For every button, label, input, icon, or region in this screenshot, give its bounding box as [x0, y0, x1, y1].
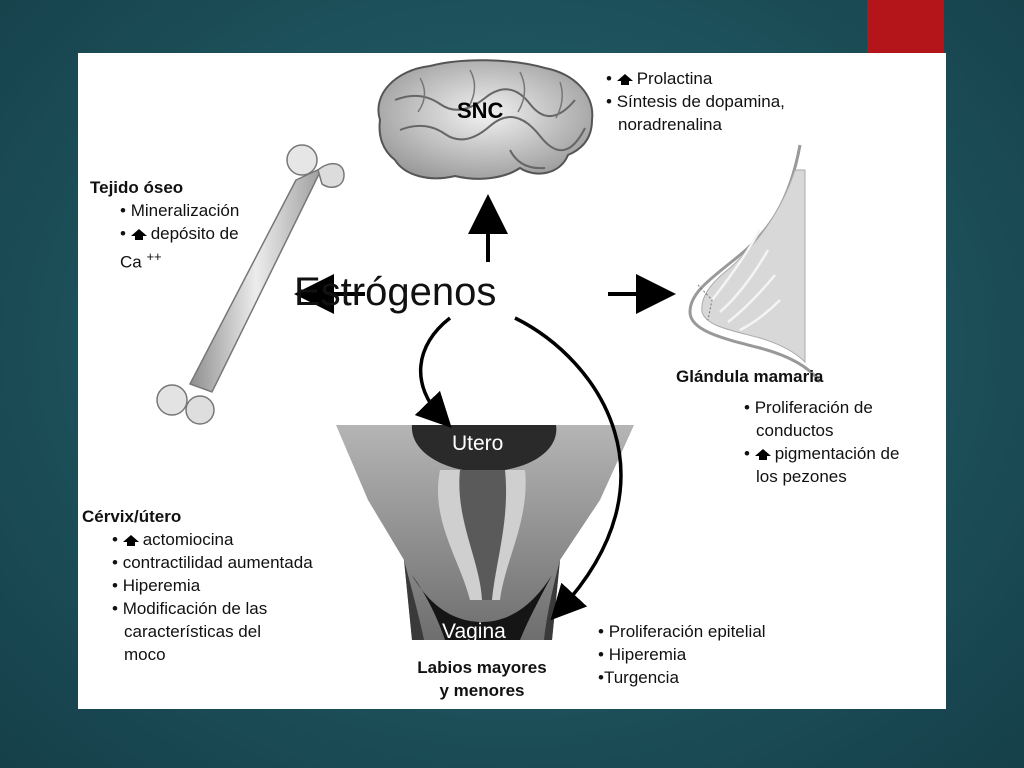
mammary-effects: • Proliferación de conductos • pigmentac…	[744, 396, 899, 488]
center-title: Estrógenos	[294, 270, 497, 314]
snc-effect-1: • Prolactina	[606, 69, 713, 88]
cervix-heading: Cérvix/útero	[82, 507, 182, 526]
bone-effects: Tejido óseo • Mineralización • depósito …	[90, 176, 239, 274]
labia-caption-line-1: Labios mayores	[417, 658, 547, 677]
labia-caption-line-2: y menores	[439, 681, 525, 700]
bone-heading: Tejido óseo	[90, 178, 184, 197]
snc-effects: • Prolactina • Síntesis de dopamina, nor…	[606, 67, 785, 136]
mammary-item-1: • Proliferación de	[744, 398, 873, 417]
vagina-item-1: • Proliferación epitelial	[598, 622, 766, 641]
bone-item-1: • Mineralización	[120, 201, 240, 220]
cervix-item-5: características del	[124, 622, 261, 641]
vagina-label: Vagina	[442, 620, 506, 643]
cervix-item-2: • contractilidad aumentada	[112, 553, 313, 572]
up-arrow-icon	[130, 229, 147, 240]
calcium-superscript: ++	[146, 249, 162, 264]
up-arrow-icon	[754, 449, 771, 460]
cervix-effects: Cérvix/útero • actomiocina • contractili…	[82, 505, 313, 666]
mammary-item-2: conductos	[756, 421, 834, 440]
bone-item-2: • depósito de	[120, 224, 239, 243]
cervix-item-3: • Hiperemia	[112, 576, 201, 595]
snc-effect-2: • Síntesis de dopamina,	[606, 92, 785, 111]
cervix-item-6: moco	[124, 645, 166, 664]
mammary-item-3: • pigmentación de	[744, 444, 900, 463]
labia-caption: Labios mayores y menores	[399, 656, 565, 702]
utero-label: Utero	[452, 432, 504, 455]
accent-block	[867, 0, 944, 54]
arrow-to-uterus	[414, 316, 452, 429]
mammary-item-4: los pezones	[756, 467, 847, 486]
vagina-effects: • Proliferación epitelial • Hiperemia •T…	[598, 620, 766, 689]
uterus-vagina-illustration	[336, 425, 634, 640]
mammary-gland-illustration	[688, 144, 822, 383]
arrows	[294, 194, 676, 621]
femur-bone-illustration	[156, 144, 345, 425]
up-arrow-icon	[616, 74, 633, 85]
vagina-item-3: •Turgencia	[598, 668, 679, 687]
up-arrow-icon	[122, 535, 139, 546]
cervix-item-1: • actomiocina	[112, 530, 234, 549]
brain-illustration	[377, 59, 594, 180]
bone-item-3: Ca ++	[120, 249, 162, 272]
vagina-item-2: • Hiperemia	[598, 645, 687, 664]
arrow-to-vagina	[514, 316, 623, 621]
snc-label: SNC	[457, 98, 504, 123]
mammary-heading: Glándula mamaria	[676, 367, 824, 386]
cervix-item-4: • Modificación de las	[112, 599, 268, 618]
snc-effect-3: noradrenalina	[618, 115, 722, 134]
